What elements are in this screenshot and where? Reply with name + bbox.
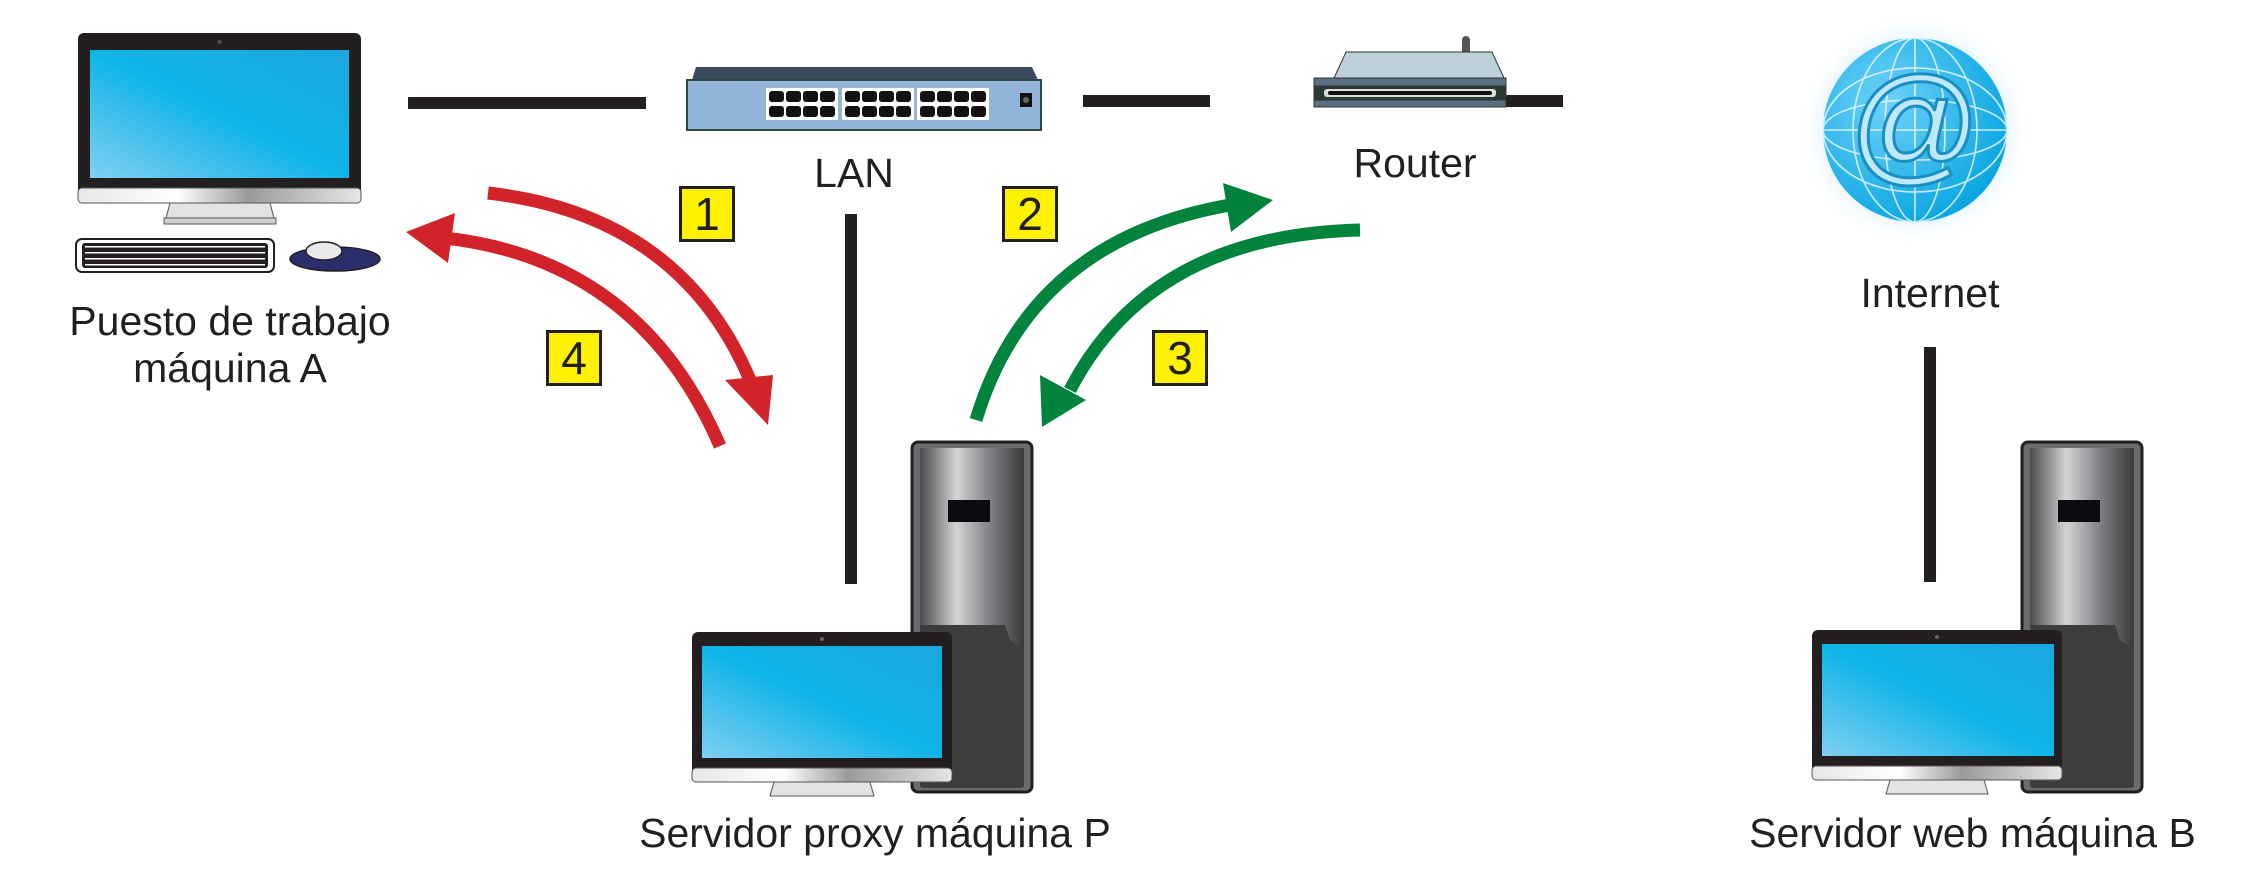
webserver-node[interactable] [1810, 440, 2150, 800]
at-symbol-icon: @ [1849, 50, 1981, 196]
wire-workstation-lan [408, 97, 646, 109]
keyboard-icon [75, 238, 275, 273]
wire-lan-router [1083, 95, 1210, 107]
network-switch-icon [686, 67, 1042, 131]
router-label: Router [1353, 140, 1477, 186]
lan-label: LAN [814, 150, 894, 196]
globe-icon: @ [1797, 12, 2033, 248]
router-icon [1313, 36, 1507, 108]
internet-label: Internet [1860, 270, 2000, 316]
monitor-icon [1811, 630, 2063, 795]
wire-lan-proxy [845, 214, 857, 584]
monitor-icon [691, 632, 953, 797]
workstation-node[interactable] [70, 30, 370, 280]
desktop-monitor-icon [77, 33, 362, 225]
step-badge-2: 2 [1002, 186, 1058, 242]
wire-internet-webserver [1924, 347, 1936, 582]
step-badge-4: 4 [546, 330, 602, 386]
arrow-step-2 [969, 183, 1273, 422]
proxy-label: Servidor proxy máquina P [639, 810, 1111, 856]
proxy-server-node[interactable] [690, 440, 1034, 800]
lan-switch-node[interactable] [686, 66, 1042, 132]
step-badge-1: 1 [679, 186, 735, 242]
workstation-label-line1: Puesto de trabajo [69, 298, 391, 344]
arrow-step-1 [487, 186, 773, 425]
internet-node[interactable]: @ [1795, 0, 2035, 260]
router-node[interactable] [1312, 34, 1512, 128]
workstation-label-line2: máquina A [133, 345, 327, 392]
arrow-step-3 [1040, 223, 1361, 427]
arrow-step-4 [406, 213, 726, 449]
workstation-label: Puesto de trabajo máquina A [20, 298, 440, 392]
mouse-icon [289, 241, 381, 272]
webserver-label: Servidor web máquina B [1749, 810, 2196, 856]
step-badge-3: 3 [1152, 330, 1208, 386]
